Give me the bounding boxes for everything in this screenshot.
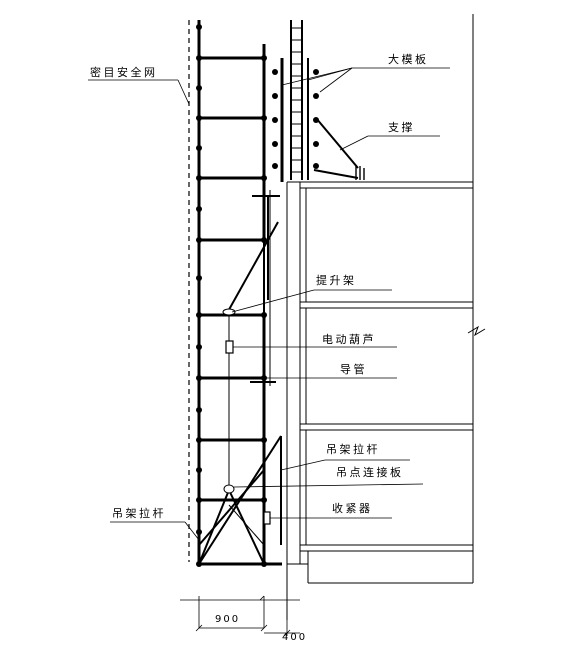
label-large-formwork: 大模板 bbox=[388, 52, 429, 66]
label-hanger-rod-left: 吊架拉杆 bbox=[112, 506, 166, 520]
tensioner-symbol bbox=[263, 511, 271, 525]
lifting-frame-diagonal bbox=[225, 221, 279, 316]
hanger-frame bbox=[198, 435, 282, 565]
label-lifting-frame: 提升架 bbox=[316, 274, 357, 287]
support-brace-bottom bbox=[313, 169, 359, 179]
label-hanger-rod-right: 吊架拉杆 bbox=[326, 442, 380, 456]
scaffold-nodes bbox=[196, 24, 267, 567]
dimension-lines bbox=[180, 595, 300, 637]
ladder-rungs bbox=[291, 27, 302, 173]
electric-hoist-symbol bbox=[225, 340, 234, 354]
break-line-symbol bbox=[467, 325, 486, 337]
hoist-connection-plate-symbol bbox=[223, 484, 235, 494]
leader-lines bbox=[88, 67, 450, 541]
label-safety-net: 密目安全网 bbox=[90, 65, 158, 79]
scaffold-ledgers bbox=[199, 56, 282, 566]
label-electric-hoist: 电动葫芦 bbox=[322, 333, 376, 346]
support-anchor bbox=[355, 166, 365, 180]
support-brace bbox=[315, 117, 359, 169]
label-tensioner: 收紧器 bbox=[332, 501, 373, 515]
label-guide-pipe: 导管 bbox=[340, 362, 367, 376]
formwork-bolts bbox=[272, 69, 319, 169]
label-hoist-connection-plate: 吊点连接板 bbox=[336, 465, 404, 479]
building-structure bbox=[286, 14, 474, 620]
lifting-frame-pin bbox=[222, 308, 236, 316]
dimension-900: 900 bbox=[215, 614, 240, 625]
dimension-400: 400 bbox=[282, 632, 307, 643]
label-support: 支撑 bbox=[388, 120, 415, 134]
